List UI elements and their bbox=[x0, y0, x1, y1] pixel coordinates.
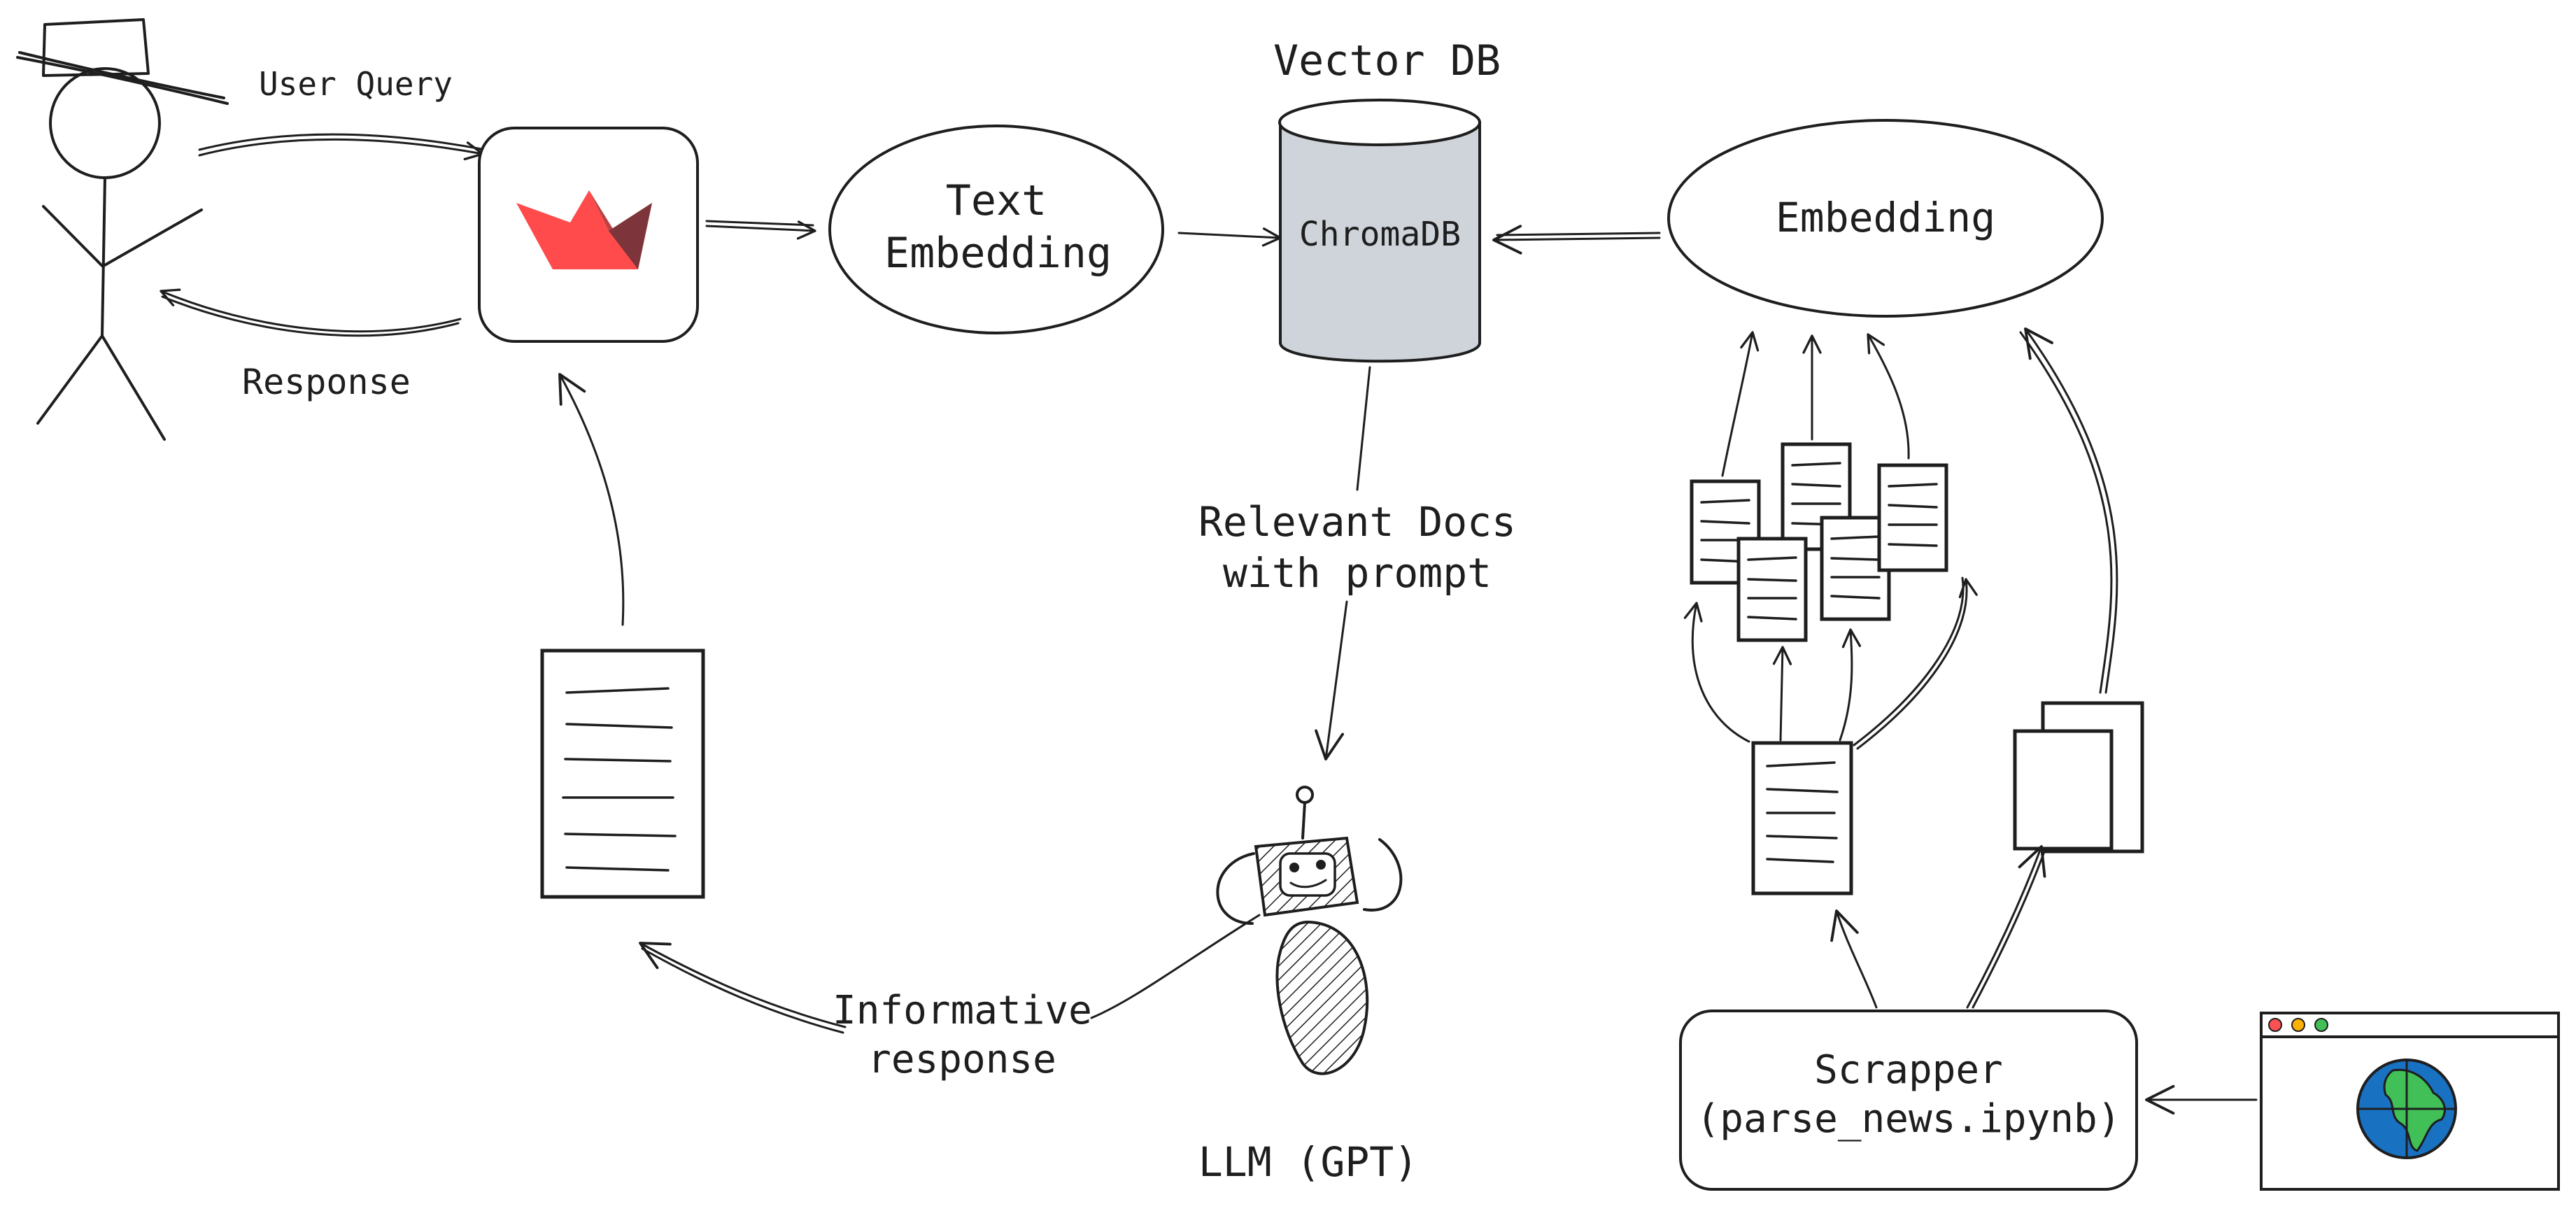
arrow-informative-response bbox=[1090, 914, 1261, 1019]
label-text-embedding-line1: Text bbox=[945, 176, 1047, 225]
arrow-scrapper-to-doc bbox=[1830, 909, 1878, 1009]
document-icon bbox=[1751, 741, 1853, 895]
arrow-pages-to-embedding bbox=[2024, 327, 2118, 694]
arrow-relevant-docs bbox=[1356, 366, 1371, 491]
browser-globe-icon bbox=[2260, 1012, 2560, 1191]
arrow-scrapper-to-pages bbox=[1966, 845, 2046, 1009]
label-response: Response bbox=[242, 362, 411, 402]
arrow-split-3 bbox=[1839, 628, 1862, 742]
label-text-embedding-line2: Embedding bbox=[884, 229, 1112, 278]
text-embedding-node bbox=[828, 125, 1164, 334]
label-informative-line2: response bbox=[868, 1037, 1056, 1082]
label-informative-line1: Informative bbox=[833, 988, 1092, 1033]
label-scrapper: Scrapper (parse_news.ipynb) bbox=[1680, 1046, 2137, 1144]
label-user-query: User Query bbox=[259, 65, 453, 103]
copy-pages-icon bbox=[2013, 701, 2144, 854]
arrow-doc-to-streamlit bbox=[558, 373, 625, 626]
label-text-embedding: Text Embedding bbox=[884, 175, 1112, 280]
arrow-to-chromadb bbox=[1177, 227, 1282, 247]
arrow-cluster-to-embedding-1 bbox=[1721, 331, 1760, 477]
label-scrapper-line1: Scrapper bbox=[1814, 1047, 2003, 1093]
label-vector-db: Vector DB bbox=[1273, 36, 1501, 85]
arrow-response bbox=[160, 288, 462, 333]
label-relevant-docs: Relevant Docs with prompt bbox=[1189, 497, 1525, 598]
label-embedding: Embedding bbox=[1775, 194, 1996, 241]
label-relevant-docs-line1: Relevant Docs bbox=[1198, 498, 1516, 546]
arrow-to-text-embedding bbox=[705, 220, 816, 240]
arrow-embedding-to-chromadb bbox=[1492, 225, 1661, 255]
label-informative-response: Informative response bbox=[833, 986, 1092, 1084]
arrow-cluster-to-embedding-3 bbox=[1867, 333, 1910, 460]
embedding-node bbox=[1667, 119, 2104, 318]
label-llm: LLM (GPT) bbox=[1198, 1138, 1419, 1186]
streamlit-app-node bbox=[478, 127, 699, 343]
arrow-user-query bbox=[198, 138, 484, 161]
label-relevant-docs-line2: with prompt bbox=[1222, 548, 1492, 597]
robot-icon bbox=[1216, 786, 1403, 1075]
arrow-split-4 bbox=[1856, 578, 1978, 750]
document-icon bbox=[540, 649, 705, 899]
streamlit-logo-icon bbox=[516, 190, 652, 269]
label-scrapper-line2: (parse_news.ipynb) bbox=[1696, 1096, 2121, 1142]
label-chromadb: ChromaDB bbox=[1298, 215, 1462, 254]
document-cluster bbox=[1690, 442, 1948, 642]
chromadb-cylinder bbox=[1278, 99, 1481, 363]
arrow-split-2 bbox=[1772, 646, 1792, 742]
arrow-split-1 bbox=[1683, 602, 1750, 743]
scrapper-node bbox=[1679, 1010, 2138, 1191]
stick-figure-user-icon bbox=[16, 18, 229, 441]
